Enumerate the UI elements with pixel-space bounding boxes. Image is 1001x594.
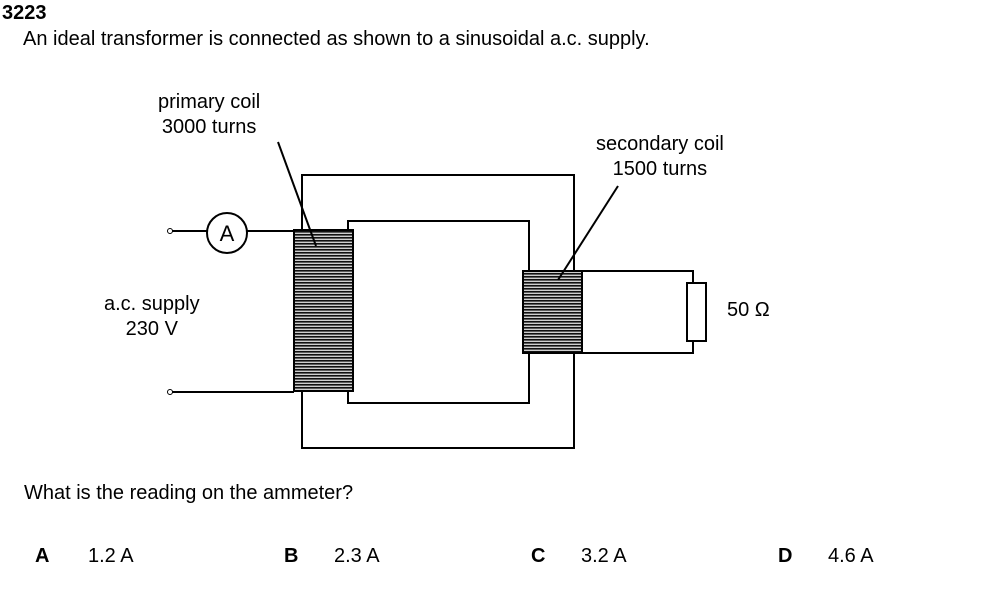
option-c-value: 3.2 A	[581, 545, 627, 567]
core-inner	[347, 220, 530, 404]
question-number: 3223	[2, 2, 47, 24]
option-a-value: 1.2 A	[88, 545, 134, 567]
secondary-label-line1: secondary coil	[596, 133, 724, 155]
primary-label-line2: 3000 turns	[161, 116, 257, 138]
option-d-value: 4.6 A	[828, 545, 874, 567]
terminal-bottom	[167, 389, 173, 395]
secondary-circuit	[582, 270, 694, 283]
primary-label-line1: primary coil	[158, 91, 261, 113]
supply-label-line2: 230 V	[125, 318, 178, 340]
secondary-circuit-bottom	[582, 341, 694, 354]
ammeter-symbol: A	[220, 221, 235, 246]
primary-leader-line	[277, 141, 317, 247]
option-d-letter: D	[778, 545, 793, 567]
option-b-letter: B	[284, 545, 299, 567]
secondary-leader-line	[557, 185, 619, 281]
supply-label-line1: a.c. supply	[104, 293, 200, 315]
ammeter	[206, 212, 248, 254]
option-a-letter: A	[35, 545, 50, 567]
supply-label: a.c. supply 230 V	[104, 292, 200, 342]
question-text: What is the reading on the ammeter?	[24, 482, 354, 504]
secondary-label-line2: 1500 turns	[612, 158, 708, 180]
secondary-coil-label: secondary coil 1500 turns	[596, 132, 724, 182]
resistor-label: 50 Ω	[727, 299, 770, 321]
question-stem: An ideal transformer is connected as sho…	[23, 28, 650, 50]
primary-coil	[293, 229, 354, 392]
option-b-value: 2.3 A	[334, 545, 380, 567]
secondary-coil	[522, 270, 583, 354]
option-c-letter: C	[531, 545, 546, 567]
resistor	[686, 282, 707, 342]
primary-coil-label: primary coil 3000 turns	[158, 90, 260, 140]
terminal-top	[167, 228, 173, 234]
